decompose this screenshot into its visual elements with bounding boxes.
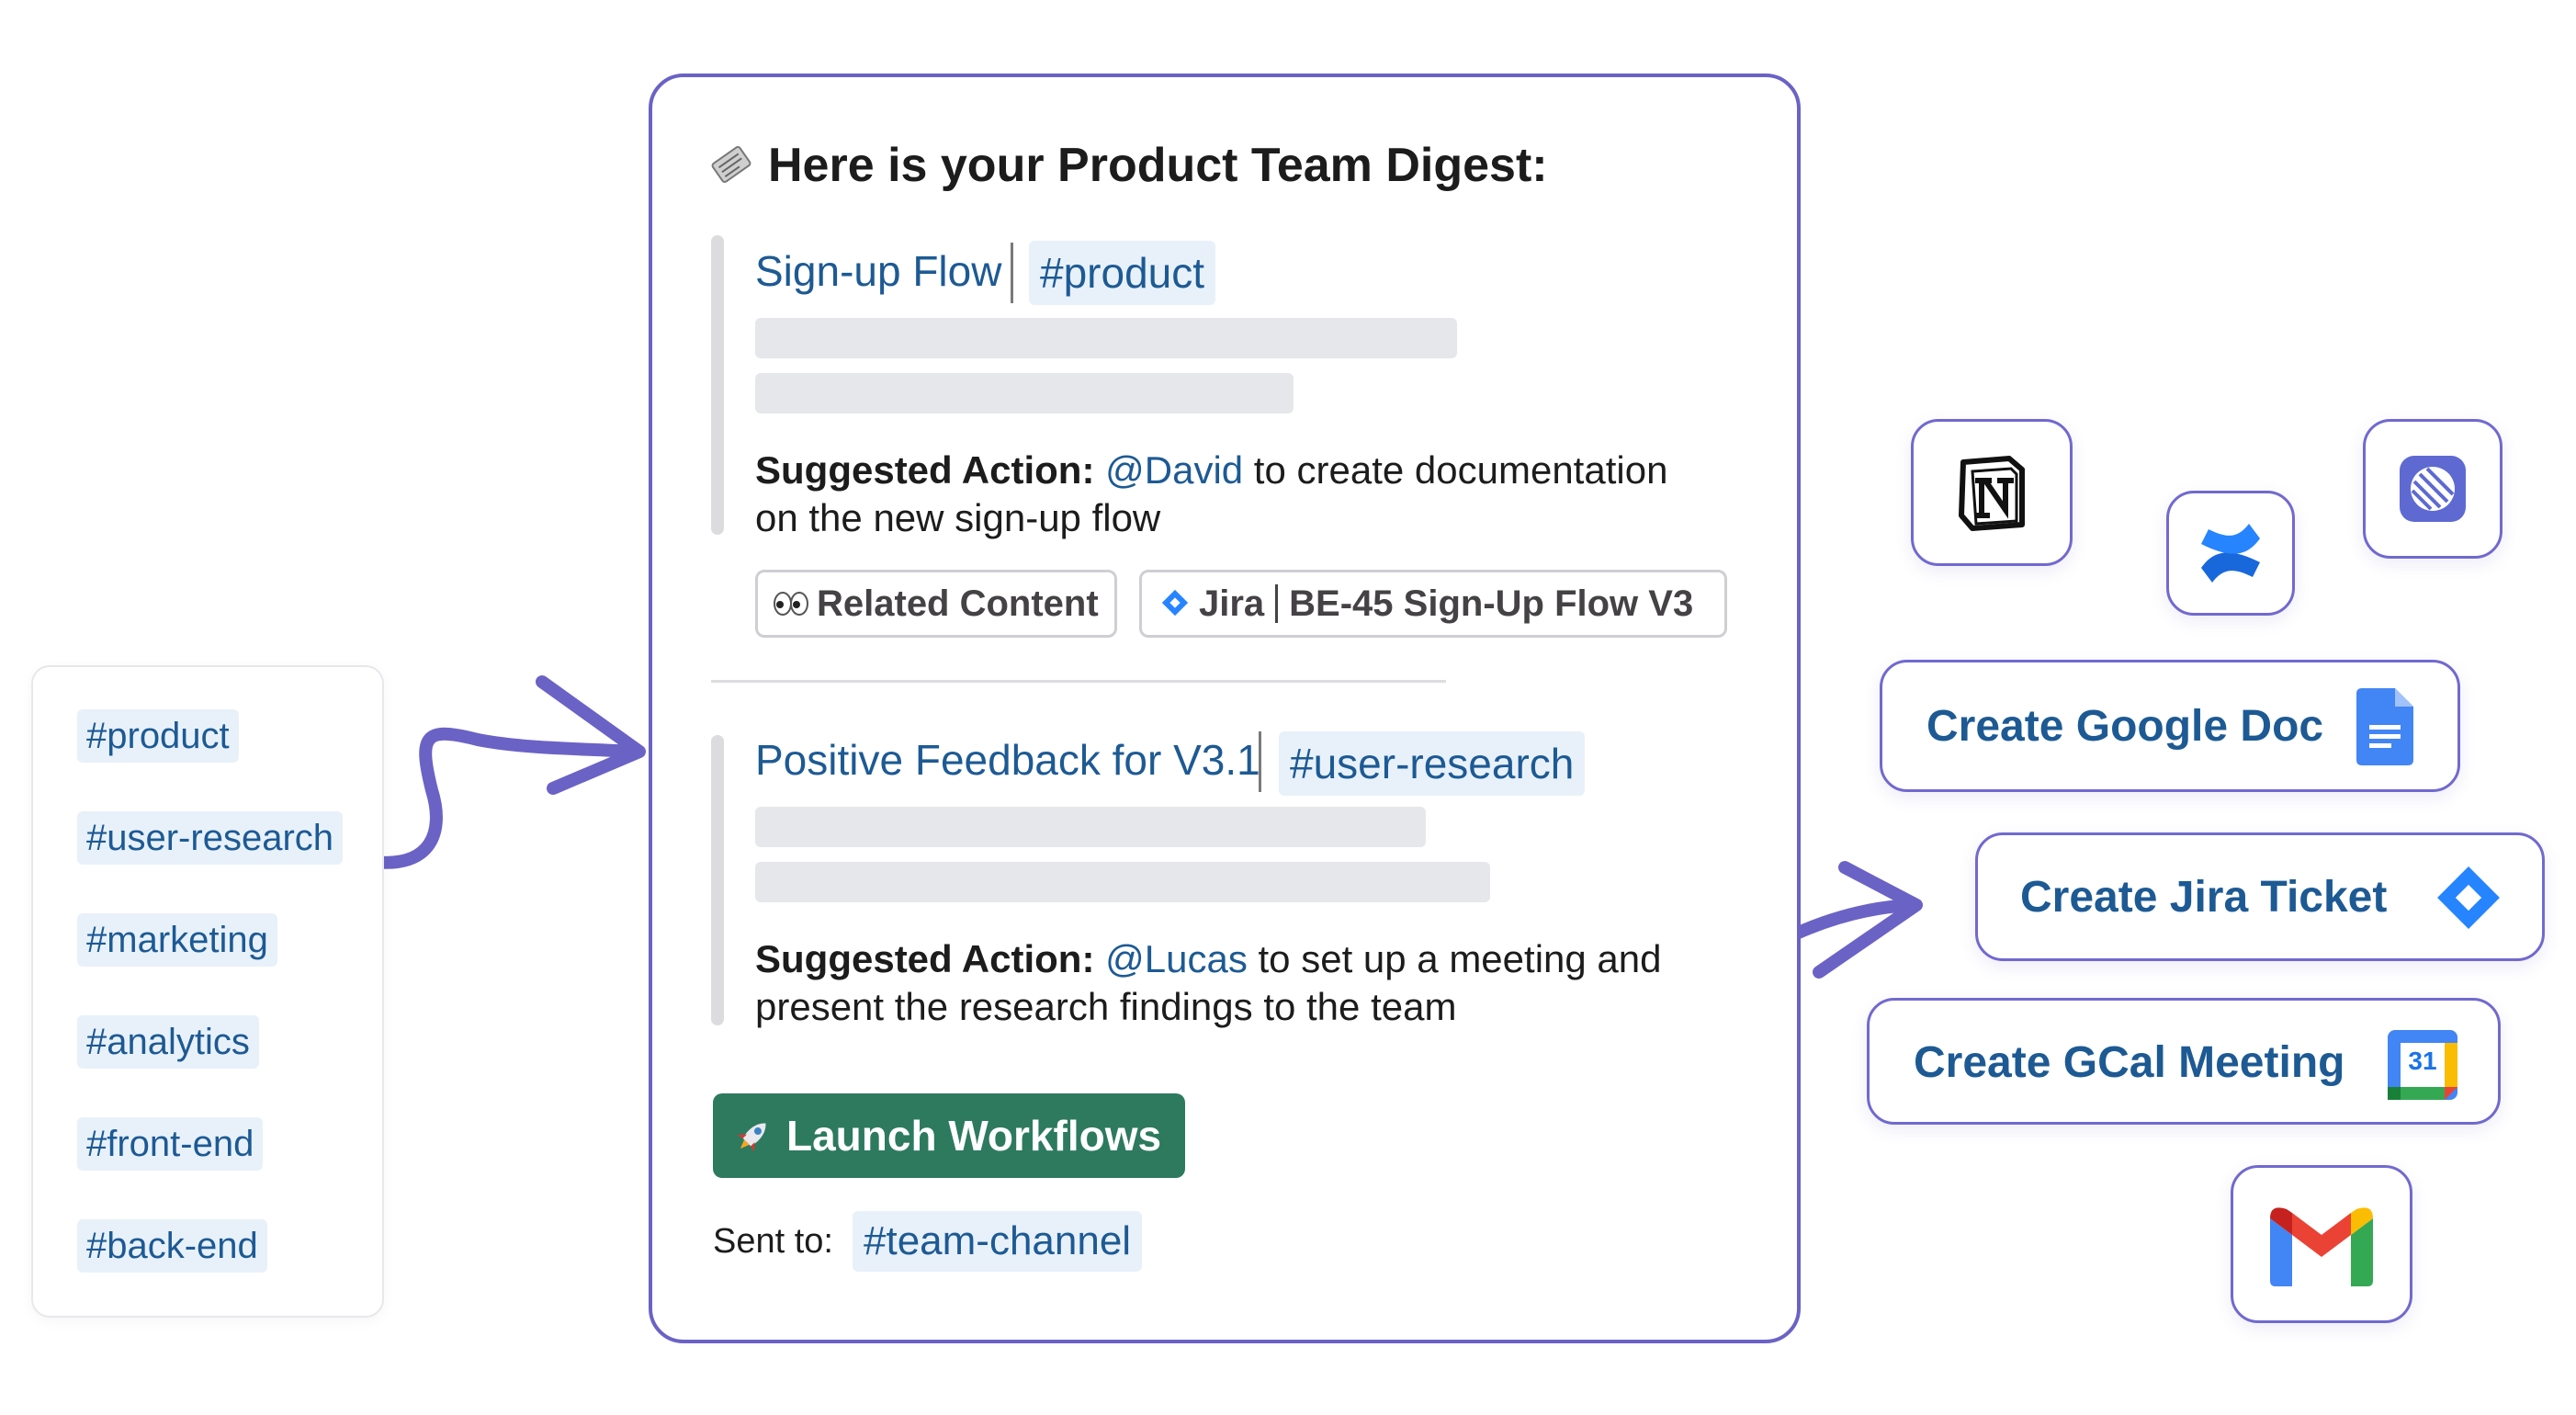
- item-1-title[interactable]: Sign-up Flow: [755, 247, 1002, 295]
- action-line-2: on the new sign-up flow: [755, 496, 1161, 539]
- item-1-separator: [1011, 243, 1013, 303]
- jira-link-button[interactable]: Jira BE-45 Sign-Up Flow V3: [1139, 570, 1727, 638]
- item-1-quote-bar: [711, 235, 724, 535]
- sent-to-label: Sent to:: [713, 1222, 833, 1261]
- channel-chip-user-research[interactable]: #user-research: [77, 811, 344, 865]
- channel-chip-analytics[interactable]: #analytics: [77, 1015, 259, 1069]
- create-google-doc-label: Create Google Doc: [1926, 702, 2324, 751]
- item-2-skeleton-line: [755, 807, 1426, 847]
- item-divider: [711, 680, 1446, 683]
- item-2-separator: [1259, 731, 1261, 792]
- channel-chip-front-end[interactable]: #front-end: [77, 1117, 264, 1171]
- create-google-doc-card[interactable]: Create Google Doc: [1880, 660, 2460, 792]
- create-jira-ticket-label: Create Jira Ticket: [2020, 873, 2388, 922]
- gmail-app-tile[interactable]: [2231, 1165, 2412, 1323]
- channel-chip-marketing[interactable]: #marketing: [77, 913, 277, 967]
- item-2-tag[interactable]: #user-research: [1279, 731, 1586, 796]
- gmail-icon: [2265, 1200, 2378, 1288]
- create-gcal-meeting-label: Create GCal Meeting: [1914, 1038, 2345, 1087]
- item-1-tag[interactable]: #product: [1029, 241, 1216, 305]
- channels-arrow-head: [536, 675, 646, 795]
- item-1-skeleton-line: [755, 318, 1457, 358]
- digest-title: Here is your Product Team Digest:: [709, 138, 1548, 193]
- suggested-action-label: Suggested Action:: [755, 448, 1095, 492]
- confluence-app-tile[interactable]: [2166, 491, 2295, 616]
- action-line-1: to create documentation: [1243, 448, 1668, 492]
- jira-icon: [1158, 586, 1192, 619]
- mention-lucas[interactable]: @Lucas: [1105, 937, 1248, 980]
- jira-separator: [1275, 584, 1279, 623]
- create-jira-ticket-card[interactable]: Create Jira Ticket: [1975, 832, 2545, 961]
- eyes-icon: [773, 590, 809, 617]
- item-1-skeleton-line: [755, 373, 1294, 413]
- launch-workflows-label: Launch Workflows: [786, 1112, 1162, 1160]
- launch-workflows-button[interactable]: Launch Workflows: [713, 1093, 1185, 1178]
- item-2-skeleton-line: [755, 862, 1490, 902]
- jira-icon: [2432, 861, 2505, 934]
- notion-icon: [1952, 453, 2031, 532]
- jira-ticket-label: BE-45 Sign-Up Flow V3: [1289, 583, 1694, 624]
- channel-list-panel: #product #user-research #marketing #anal…: [31, 665, 384, 1318]
- digest-title-text: Here is your Product Team Digest:: [768, 139, 1548, 192]
- linear-icon: [2396, 452, 2469, 526]
- sent-channel-chip[interactable]: #team-channel: [853, 1211, 1143, 1272]
- google-calendar-icon: 31: [2388, 1030, 2457, 1100]
- notion-app-tile[interactable]: [1911, 419, 2073, 566]
- google-docs-icon: [2356, 688, 2413, 765]
- linear-app-tile[interactable]: [2363, 419, 2503, 559]
- suggested-action-label: Suggested Action:: [755, 937, 1095, 980]
- newspaper-icon: [709, 142, 753, 187]
- action-line-1: to set up a meeting and: [1247, 937, 1662, 980]
- related-content-label: Related Content: [817, 583, 1099, 624]
- channels-to-digest-arrow: [367, 727, 640, 869]
- item-2-title[interactable]: Positive Feedback for V3.1: [755, 736, 1260, 784]
- item-1-suggested-action: Suggested Action: @David to create docum…: [755, 447, 1692, 542]
- related-content-button[interactable]: Related Content: [755, 570, 1117, 638]
- confluence-icon: [2194, 516, 2267, 590]
- item-2-suggested-action: Suggested Action: @Lucas to set up a mee…: [755, 935, 1692, 1031]
- jira-prefix: Jira: [1199, 583, 1265, 624]
- item-2-quote-bar: [711, 735, 724, 1025]
- action-line-2: present the research findings to the tea…: [755, 985, 1457, 1028]
- mention-david[interactable]: @David: [1105, 448, 1244, 492]
- create-gcal-meeting-card[interactable]: Create GCal Meeting 31: [1867, 998, 2501, 1125]
- channel-chip-product[interactable]: #product: [77, 709, 239, 763]
- launch-arrow-head: [1813, 861, 1923, 979]
- calendar-day-number: 31: [2408, 1047, 2437, 1075]
- rocket-icon: [733, 1115, 774, 1156]
- channel-chip-back-end[interactable]: #back-end: [77, 1219, 267, 1273]
